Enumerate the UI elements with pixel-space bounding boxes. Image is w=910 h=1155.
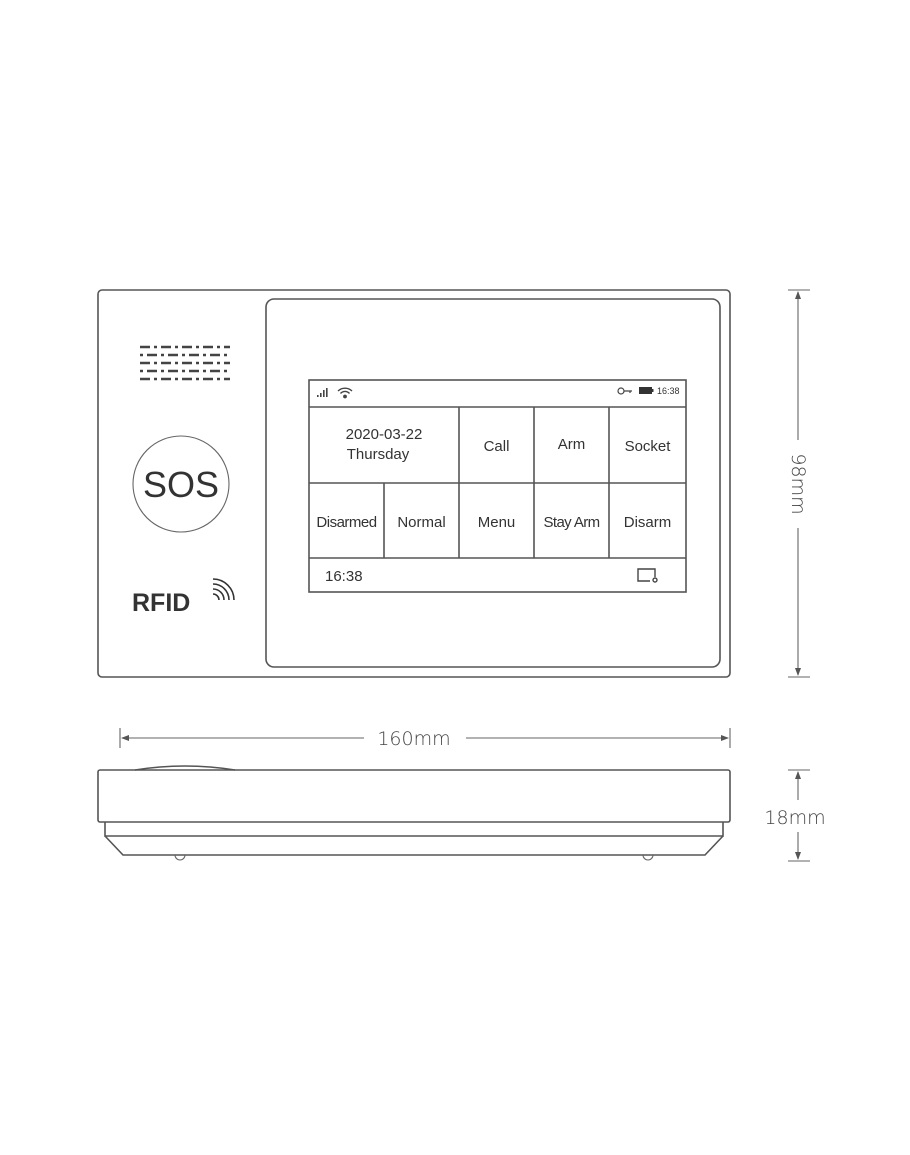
height-label: 98mm	[787, 453, 809, 514]
width-dimension: 160mm	[119, 728, 731, 750]
lcd-screen	[308, 379, 687, 593]
footer-time: 16:38	[325, 568, 363, 585]
depth-dimension: 18mm	[764, 769, 826, 862]
depth-label: 18mm	[764, 807, 825, 829]
front-panel-outline	[97, 289, 731, 678]
sos-label: SOS	[143, 464, 219, 505]
screen-lock-icon[interactable]	[637, 568, 658, 583]
disarm-button[interactable]: Disarm	[624, 514, 672, 531]
height-dimension: 98mm	[787, 289, 810, 678]
menu-button[interactable]: Menu	[478, 514, 516, 531]
rfid-wave-icon	[212, 578, 235, 601]
weekday-text: Thursday	[347, 446, 410, 463]
status-time: 16:38	[657, 386, 680, 396]
battery-icon	[639, 387, 654, 394]
arm-button[interactable]: Arm	[558, 436, 586, 453]
sos-button[interactable]	[132, 435, 230, 533]
call-button[interactable]: Call	[484, 438, 510, 455]
stay-arm-button[interactable]: Stay Arm	[543, 514, 600, 531]
date-text: 2020-03-22	[346, 426, 423, 443]
screen-bezel	[265, 298, 721, 668]
signal-icon	[317, 388, 328, 397]
normal-status: Normal	[397, 514, 445, 531]
width-label: 160mm	[377, 728, 450, 750]
date-tile: 2020-03-22 Thursday	[346, 426, 423, 463]
rfid-label: RFID	[132, 589, 190, 617]
key-icon	[617, 387, 632, 395]
disarmed-status: Disarmed	[316, 514, 376, 531]
side-view	[97, 765, 731, 861]
wifi-icon	[337, 387, 353, 399]
speaker-grille-icon	[140, 345, 230, 381]
socket-button[interactable]: Socket	[625, 438, 672, 455]
